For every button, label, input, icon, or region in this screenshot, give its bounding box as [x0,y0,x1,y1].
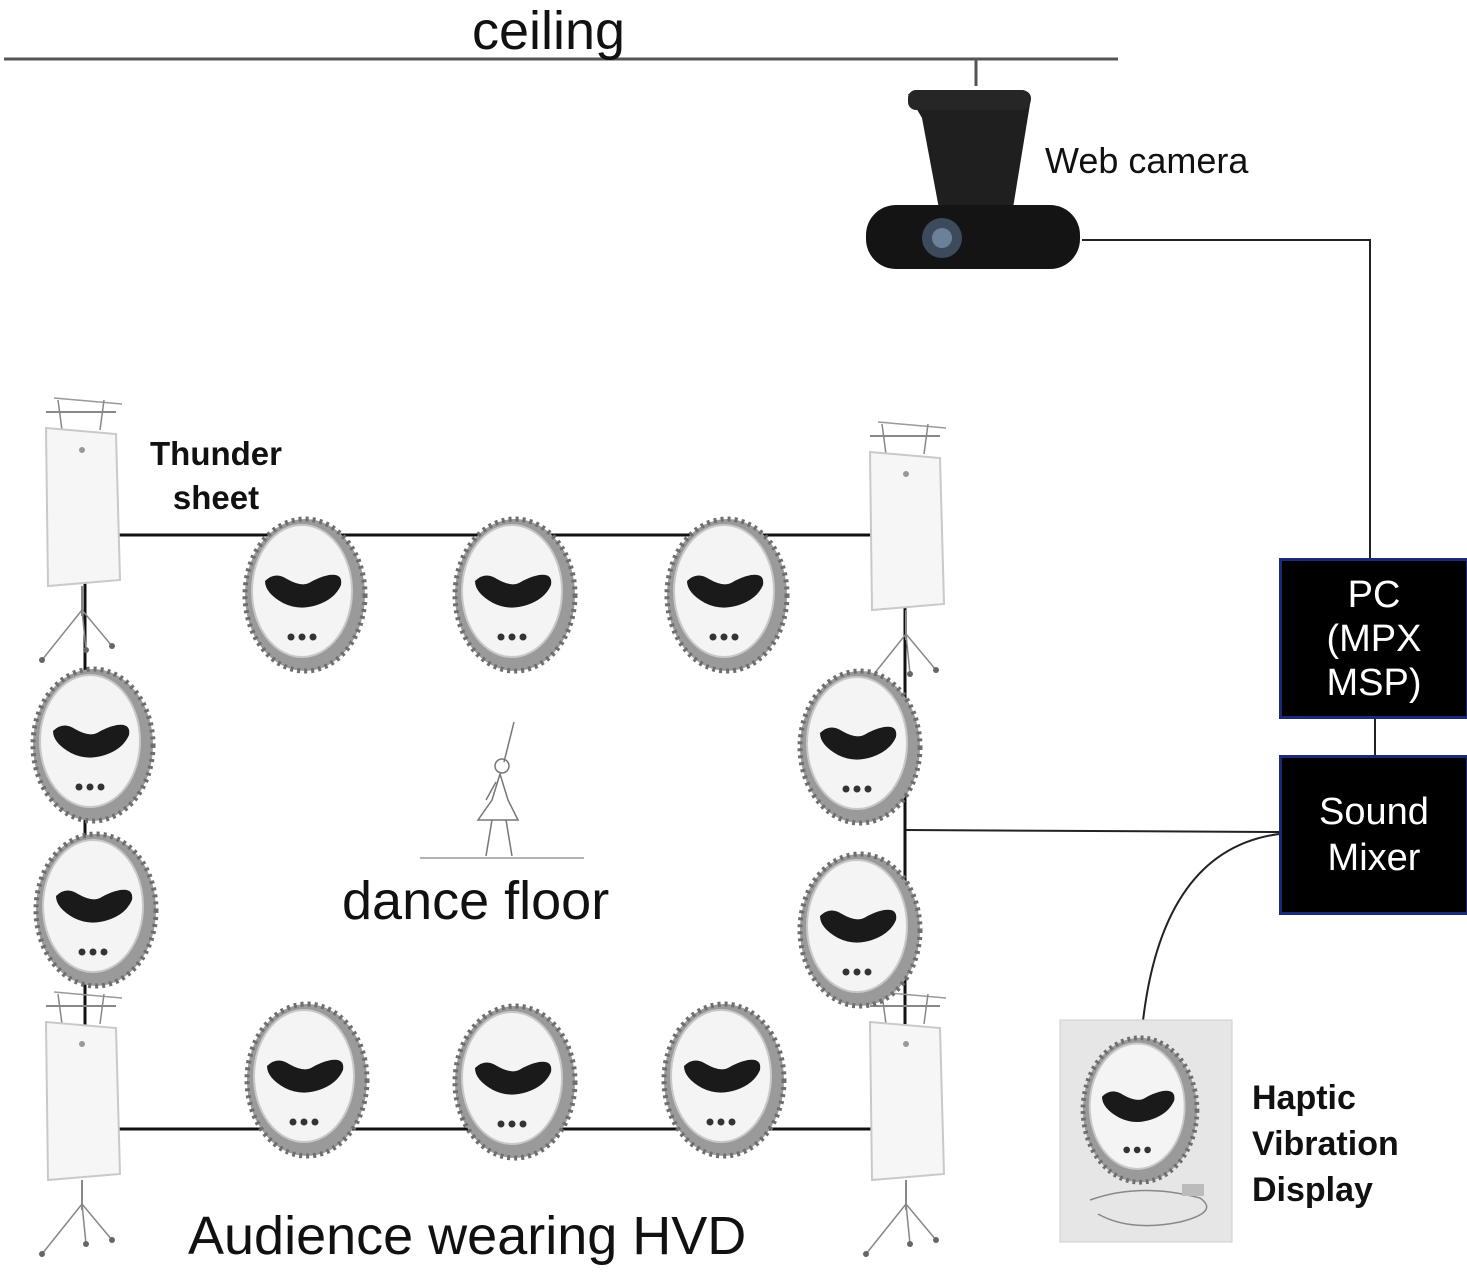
haptic-display-label: Haptic Vibration Display [1252,1075,1399,1213]
hvd-top-3 [667,519,787,671]
haptic-label-line-1: Haptic [1252,1079,1356,1117]
hvd-left-2 [36,834,156,986]
web-camera-label: Web camera [1045,140,1249,181]
hvd-right-2 [800,854,920,1006]
mixer-to-hvd-cable [1141,833,1280,1031]
hvd-left-1 [33,669,153,821]
ceiling-label: ceiling [472,1,626,61]
hvd-right-1 [800,671,920,823]
mixer-to-floor-cable [904,829,1280,833]
mixer-label-line-2: Mixer [1327,837,1421,879]
pc-label-line-3: MSP) [1326,661,1422,704]
audience-label: Audience wearing HVD [188,1206,747,1266]
sound-mixer-box: Sound Mixer [1279,755,1467,915]
mixer-label-line-1: Sound [1319,791,1429,833]
web-camera-icon [866,90,1080,269]
hvd-top-2 [455,519,575,671]
hvd-bottom-1 [247,1004,367,1156]
thunder-sheet-label-line-2: sheet [172,479,260,516]
pc-box: PC (MPX MSP) [1279,558,1467,719]
camera-to-pc-cable [1082,239,1371,558]
haptic-label-line-3: Display [1252,1171,1373,1209]
dance-floor-label: dance floor [342,871,610,931]
thunder-sheet-label-line-1: Thunder [150,435,282,472]
pc-label-line-1: PC [1347,573,1401,616]
thunder-sheet-bottom-left [38,991,123,1258]
thunder-sheet-bottom-right [862,991,947,1258]
haptic-display-photo [1059,1019,1233,1243]
thunder-sheet-label: Thunder sheet [150,432,282,520]
pc-label-line-2: (MPX [1326,617,1422,660]
hvd-bottom-3 [664,1004,784,1156]
hvd-bottom-2 [455,1006,575,1158]
dancer-icon [420,721,584,859]
thunder-sheet-top-left [38,397,123,664]
haptic-label-line-2: Vibration [1252,1125,1399,1163]
hvd-top-1 [245,519,365,671]
